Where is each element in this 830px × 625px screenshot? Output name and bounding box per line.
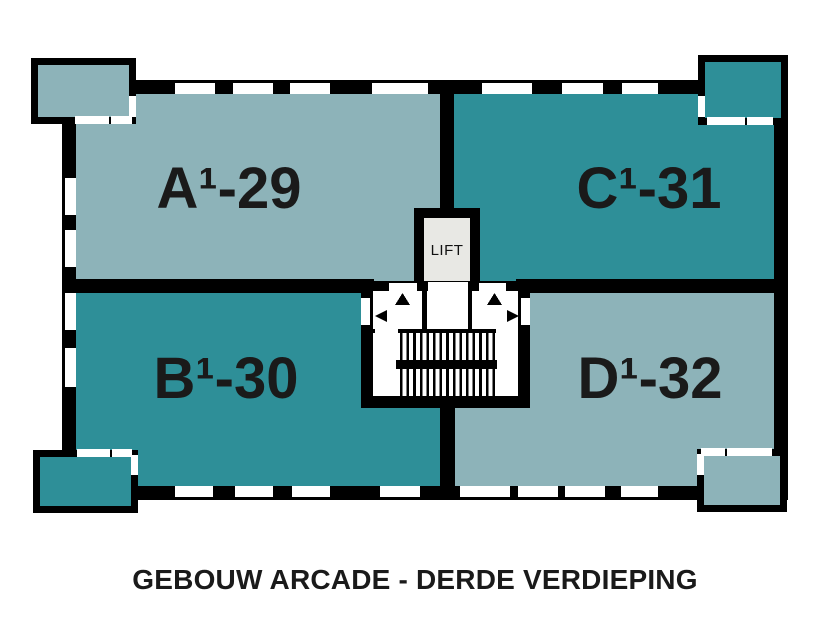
balcony-door-opening	[111, 116, 132, 124]
landing-side-door-left	[361, 298, 370, 325]
balcony-bottom-left-floor	[40, 457, 131, 506]
balcony-bottom-right-floor	[704, 456, 780, 505]
stairwell	[361, 281, 530, 408]
lift-cabin	[424, 218, 470, 282]
apartment-c-area	[448, 94, 774, 286]
lift-label: LIFT	[431, 242, 464, 259]
stair-handrail	[396, 360, 497, 369]
balcony-door-opening	[112, 449, 132, 457]
apartment-d-label: D¹-32	[577, 346, 722, 411]
arrow-up-icon	[487, 293, 502, 305]
balcony-top-left-floor	[38, 65, 129, 117]
balcony-top-right-floor	[705, 62, 781, 118]
landing-left	[373, 291, 422, 329]
stair-entry-gap	[375, 329, 398, 334]
apartment-c-label: C¹-31	[576, 156, 721, 221]
balcony-door-opening	[77, 449, 110, 457]
divider-c-d	[516, 279, 788, 293]
balcony-door-opening	[698, 96, 705, 117]
windows-left-wall	[65, 178, 76, 387]
arrow-right-icon	[507, 310, 519, 322]
landing-middle	[427, 291, 468, 329]
landing-top-opening	[389, 283, 417, 291]
balcony-door-opening	[747, 117, 773, 125]
balcony-door-opening	[727, 448, 772, 456]
landing-side-door-right	[521, 298, 530, 325]
stair-entry-gap	[496, 329, 518, 334]
balcony-door-opening	[701, 448, 725, 456]
arrow-left-icon	[375, 310, 387, 322]
balcony-bottom-left	[33, 449, 138, 513]
balcony-door-opening	[697, 454, 704, 475]
divider-walls	[62, 80, 788, 500]
apartment-a-label: A¹-29	[156, 156, 301, 221]
balcony-door-opening	[75, 116, 109, 124]
apartment-a-area	[76, 94, 448, 286]
balcony-top-left	[31, 58, 136, 124]
arrow-up-icon	[395, 293, 410, 305]
windows-top-wall	[175, 83, 658, 94]
balcony-door-opening	[129, 96, 136, 117]
balcony-door-opening	[707, 117, 745, 125]
landing-top-opening	[479, 283, 506, 291]
lift-door-opening	[428, 282, 468, 291]
balcony-bottom-right	[697, 448, 787, 512]
balcony-door-opening	[131, 455, 138, 475]
lift-shaft: LIFT	[414, 208, 480, 290]
divider-a-b	[62, 279, 374, 293]
plan-title: GEBOUW ARCADE - DERDE VERDIEPING	[132, 564, 697, 595]
divider-a-c	[440, 80, 454, 226]
balcony-top-right	[698, 55, 788, 125]
apartment-b-label: B¹-30	[153, 346, 298, 411]
windows-bottom-wall	[175, 486, 658, 497]
divider-b-d	[440, 394, 455, 500]
